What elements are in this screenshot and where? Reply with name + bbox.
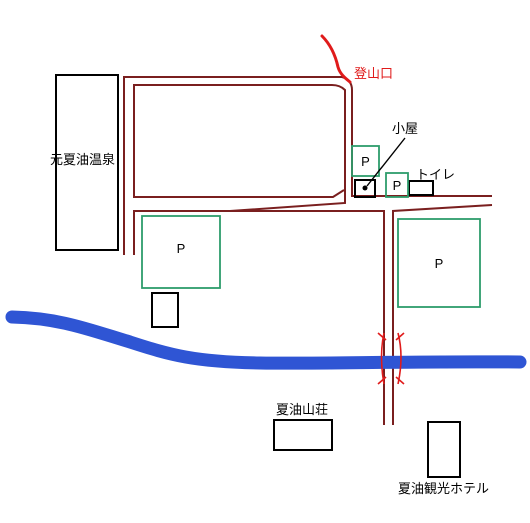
- small-building: [151, 292, 179, 328]
- parking-small-1-label: P: [361, 154, 370, 169]
- hut-marker-dot: [362, 185, 368, 191]
- hotel-building: [427, 421, 461, 478]
- road-outer-edge: [123, 76, 492, 255]
- sanso-label: 夏油山荘: [276, 403, 328, 418]
- parking-lots: [141, 145, 481, 308]
- river: [5, 310, 527, 370]
- parking-large-left-label: P: [177, 241, 186, 256]
- hut-leader-line: [366, 137, 406, 187]
- parking-large-left: [141, 215, 221, 289]
- toilet-label: トイレ: [416, 168, 455, 183]
- bridge-marks: [377, 332, 405, 385]
- hut-label: 小屋: [392, 122, 418, 137]
- road-east-lower-edge: [137, 204, 493, 425]
- trail-to-trailhead: [320, 34, 352, 84]
- parking-large-right-label: P: [435, 256, 444, 271]
- onsen-label: 元夏油温泉: [50, 152, 115, 168]
- parking-small-2-label: P: [393, 178, 402, 193]
- onsen-building: [55, 74, 119, 251]
- toilet-building: [408, 180, 434, 196]
- sanso-building: [273, 419, 333, 451]
- parking-small-2: [385, 172, 409, 198]
- trailhead-label: 登山口: [354, 67, 393, 82]
- hut-building: [354, 179, 376, 198]
- parking-large-right: [397, 218, 481, 308]
- hotel-label: 夏油観光ホテル: [398, 482, 489, 497]
- road-inner-edge: [133, 84, 346, 255]
- parking-small-1: [351, 145, 380, 177]
